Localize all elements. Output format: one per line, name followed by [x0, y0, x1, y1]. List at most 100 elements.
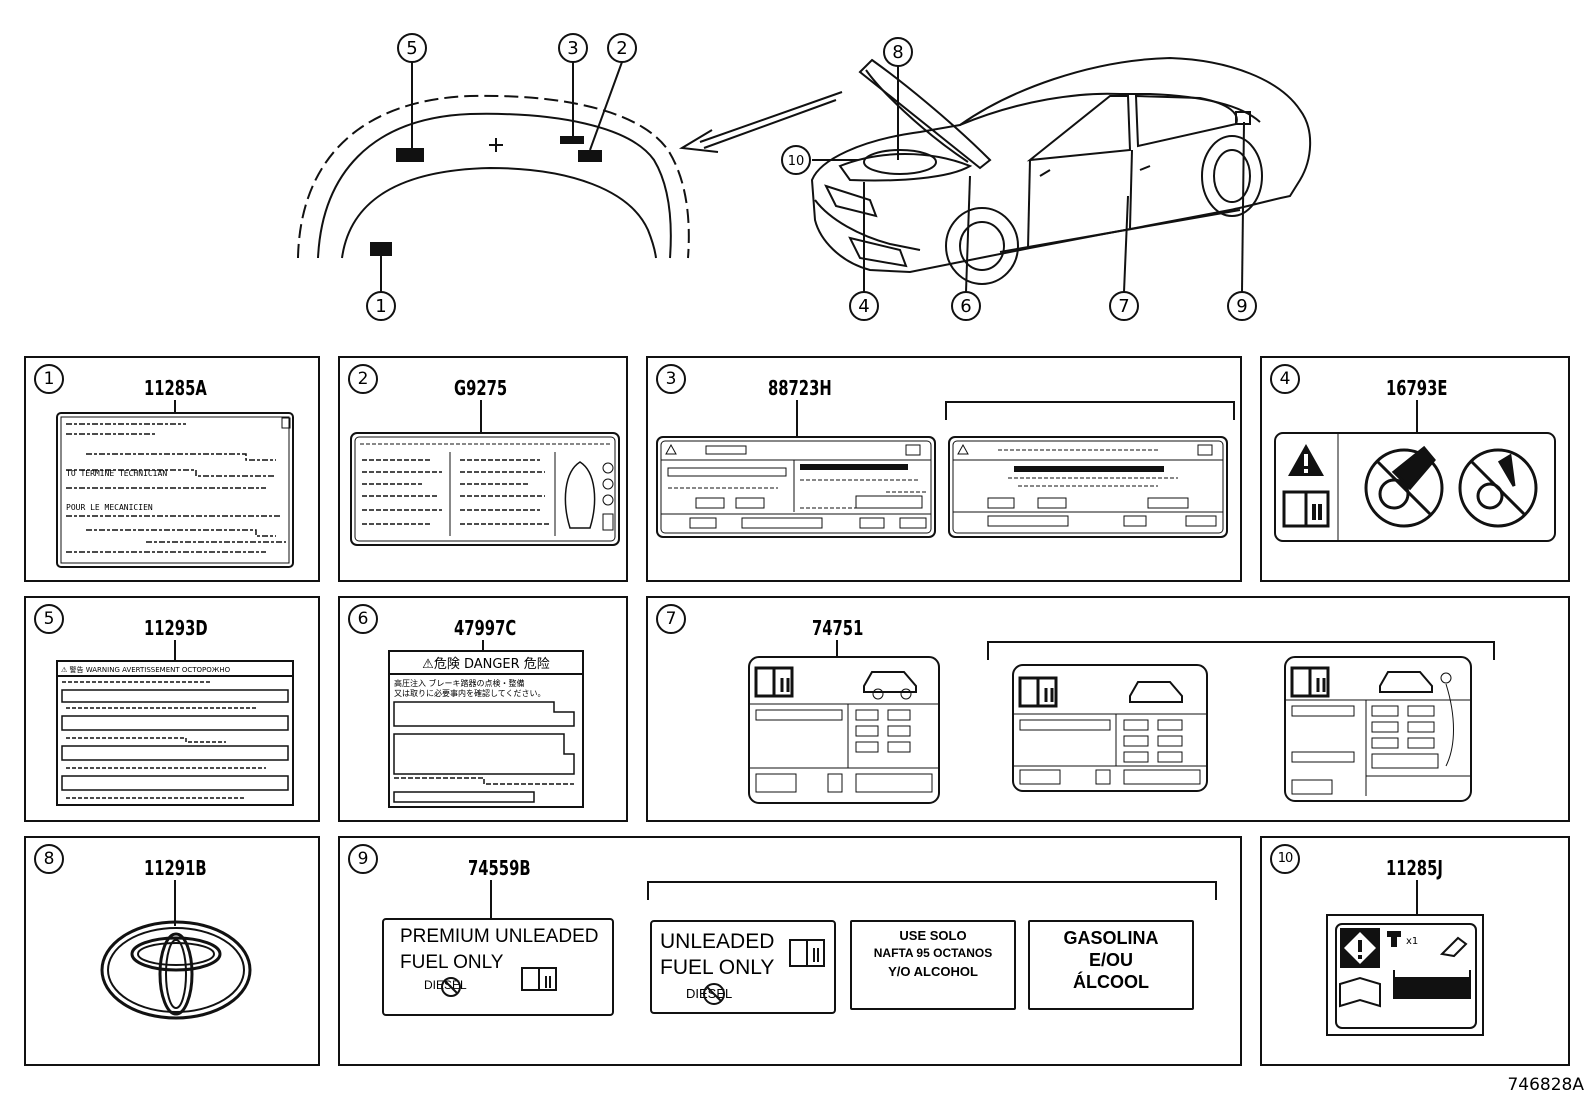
- manual-book-icon: [521, 967, 557, 991]
- label-line: POUR LE MECANICIEN: [66, 503, 153, 512]
- callout-7: 7: [1109, 291, 1139, 321]
- part-number: 11293D: [144, 616, 208, 640]
- label-line: 又は取りに必要事内を確認してください。: [394, 688, 546, 698]
- fuel-label-line: E/OU: [1088, 950, 1133, 970]
- label-panel-1: 1 11285A TO TERMINE TECHNICIAN POUR LE M…: [24, 356, 320, 582]
- fuel-label-line: Y/O ALCOHOL: [888, 964, 978, 979]
- label-drawing-16793E: [1274, 432, 1556, 542]
- vehicle-diagram: 5 3 2 1 8 10 4 6 7 9: [297, 33, 1312, 321]
- hood-underside-drawing: [297, 94, 690, 259]
- variant-bracket: [945, 401, 1235, 420]
- panel-number: 6: [348, 604, 378, 634]
- label-panel-3: 3 88723H: [646, 356, 1242, 582]
- callout-3: 3: [558, 33, 588, 63]
- label-drawing-11285J: x1: [1326, 914, 1484, 1036]
- svg-text:8: 8: [892, 42, 903, 63]
- svg-text:5: 5: [406, 38, 417, 59]
- svg-text:2: 2: [616, 38, 627, 59]
- fuel-label-line: FUEL ONLY: [660, 956, 775, 979]
- svg-text:1: 1: [375, 296, 386, 317]
- diesel-crossed-text: DIESEL: [424, 978, 467, 992]
- center-cross-mark: [489, 138, 503, 152]
- callout-2: 2: [607, 33, 637, 63]
- svg-text:3: 3: [567, 38, 578, 59]
- no-diesel-icon: [441, 977, 461, 997]
- toyota-emblem-icon: [100, 920, 252, 1020]
- panel-number: 8: [34, 844, 64, 874]
- callout-1: 1: [366, 291, 396, 321]
- part-number: G9275: [454, 376, 508, 400]
- figure-reference-code: 746828A: [1507, 1075, 1584, 1095]
- svg-text:7: 7: [1118, 296, 1129, 317]
- panel-number: 5: [34, 604, 64, 634]
- fuel-label-unleaded: UNLEADED FUEL ONLY DIESEL: [650, 920, 836, 1014]
- car-drawing: [810, 56, 1312, 285]
- label-drawing-47997C: ⚠危険 DANGER 危险 高圧注入 ブレーキ踏器の点検・整備 又は取りに必要事…: [388, 650, 584, 808]
- callout-5: 5: [397, 33, 427, 63]
- panel-number: 1: [34, 364, 64, 394]
- part-number: 74751: [812, 616, 864, 640]
- warning-header: ⚠ 警告 WARNING AVERTISSEMENT ОСТОРОЖНО: [61, 665, 231, 674]
- fuel-label-line: UNLEADED: [660, 930, 775, 953]
- warning-diamond-icon: [1340, 928, 1380, 968]
- label-panel-2: 2 G9275: [338, 356, 628, 582]
- panel-number: 7: [656, 604, 686, 634]
- label-panel-4: 4 16793E: [1260, 356, 1570, 582]
- fuel-label-line: ÁLCOOL: [1073, 972, 1149, 992]
- panel-number: 4: [1270, 364, 1300, 394]
- svg-text:4: 4: [858, 296, 869, 317]
- fuel-label-nafta: USE SOLO NAFTA 95 OCTANOS Y/O ALCOHOL: [850, 920, 1016, 1010]
- panel-number: 10: [1270, 844, 1300, 874]
- label-line: 高圧注入 ブレーキ踏器の点検・整備: [394, 678, 525, 688]
- fuel-label-premium: PREMIUM UNLEADED FUEL ONLY DIESEL: [382, 918, 614, 1016]
- fuel-label-gasolina: GASOLINA E/OU ÁLCOOL: [1028, 920, 1194, 1010]
- no-touch-icon-1: [1364, 445, 1444, 528]
- variant-bracket: [987, 641, 1495, 660]
- label-drawing-11293D: ⚠ 警告 WARNING AVERTISSEMENT ОСТОРОЖНО: [56, 660, 294, 806]
- manual-book-icon: [789, 939, 825, 967]
- panel-number: 2: [348, 364, 378, 394]
- part-number: 74559B: [468, 856, 531, 880]
- svg-text:9: 9: [1236, 296, 1247, 317]
- svg-text:10: 10: [788, 154, 805, 169]
- callout-4: 4: [849, 291, 879, 321]
- no-diesel-icon: [703, 983, 725, 1005]
- hood-label-markers: [370, 136, 602, 256]
- fuel-label-line: PREMIUM UNLEADED: [400, 926, 599, 947]
- direction-arrow: [678, 91, 843, 153]
- label-drawing-74751-c: [1284, 656, 1472, 802]
- fuel-label-line: NAFTA 95 OCTANOS: [873, 946, 993, 960]
- diesel-crossed-text: DIESEL: [686, 986, 733, 1001]
- label-drawing-88723H-b: [948, 436, 1228, 538]
- label-drawing-74751-b: [1012, 664, 1208, 792]
- label-panel-10: 10 11285J x1: [1260, 836, 1570, 1066]
- label-panel-8: 8 11291B: [24, 836, 320, 1066]
- label-drawing-11285A: TO TERMINE TECHNICIAN POUR LE MECANICIEN: [56, 412, 294, 568]
- label-panel-7: 7 74751: [646, 596, 1570, 822]
- part-number: 11285J: [1386, 856, 1443, 880]
- panel-number: 9: [348, 844, 378, 874]
- callout-10: 10: [781, 145, 811, 175]
- label-line: TO TERMINE TECHNICIAN: [66, 469, 167, 478]
- part-number: 88723H: [768, 376, 832, 400]
- callout-6: 6: [951, 291, 981, 321]
- panel-number: 3: [656, 364, 686, 394]
- fuel-label-line: USE SOLO: [899, 928, 967, 943]
- part-number: 16793E: [1386, 376, 1448, 400]
- label-text: x1: [1406, 936, 1418, 947]
- label-drawing-74751-a: [748, 656, 940, 804]
- label-drawing-88723H-a: [656, 436, 936, 538]
- no-touch-icon-2: [1458, 448, 1538, 528]
- coolant-refill-icon: [1387, 931, 1471, 999]
- variant-bracket: [647, 881, 1217, 900]
- part-number: 11285A: [144, 376, 207, 400]
- svg-text:6: 6: [960, 296, 971, 317]
- diagram-callouts: 5 3 2 1 8 10 4 6 7 9: [366, 33, 1257, 321]
- manual-book-icon: [1282, 490, 1330, 528]
- leader-lines: [380, 61, 1245, 293]
- part-number: 47997C: [454, 616, 517, 640]
- label-drawing-G9275: [350, 432, 620, 546]
- callout-9: 9: [1227, 291, 1257, 321]
- fuel-label-line: FUEL ONLY: [400, 952, 504, 973]
- manual-book-icon: [1339, 976, 1381, 1008]
